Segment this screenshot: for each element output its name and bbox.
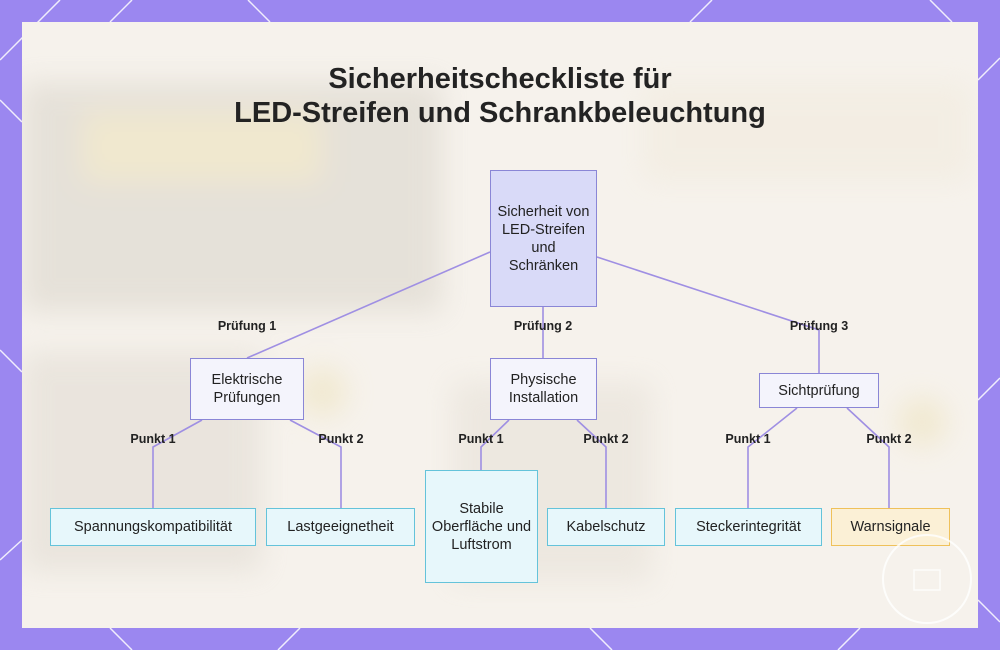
edge-cat3-item2 [847, 408, 889, 508]
leaf-label: Stabile Oberfläche und Luftstrom [430, 500, 533, 554]
watermark-icon [880, 532, 974, 626]
category-label: Elektrische Prüfungen [195, 371, 299, 407]
edge-label-cat1: Prüfung 1 [218, 319, 276, 333]
edge-label-item-3-2: Punkt 2 [866, 432, 911, 446]
leaf-label: Kabelschutz [567, 518, 646, 536]
tree-diagram: Sicherheit von LED-Streifen und Schränke… [22, 22, 978, 628]
category-node-visual: Sichtprüfung [759, 373, 879, 408]
edge-label-item-2-2: Punkt 2 [583, 432, 628, 446]
edge-root-cat1 [247, 252, 490, 358]
leaf-node-plug-integrity: Steckerintegrität [675, 508, 822, 546]
leaf-node-cable-protection: Kabelschutz [547, 508, 665, 546]
diagram-card: Sicherheitscheckliste für LED-Streifen u… [22, 22, 978, 628]
edge-cat3-item1 [748, 408, 797, 508]
leaf-label: Spannungskompatibilität [74, 518, 232, 536]
edge-root-cat3 [597, 257, 819, 373]
leaf-label: Lastgeeignetheit [287, 518, 393, 536]
edge-label-cat2: Prüfung 2 [514, 319, 572, 333]
category-label: Physische Installation [495, 371, 592, 407]
category-label: Sichtprüfung [778, 382, 859, 400]
category-node-installation: Physische Installation [490, 358, 597, 420]
category-node-electrical: Elektrische Prüfungen [190, 358, 304, 420]
edge-label-item-1-2: Punkt 2 [318, 432, 363, 446]
edge-label-item-2-1: Punkt 1 [458, 432, 503, 446]
leaf-label: Steckerintegrität [696, 518, 801, 536]
root-node: Sicherheit von LED-Streifen und Schränke… [490, 170, 597, 307]
leaf-node-surface-airflow: Stabile Oberfläche und Luftstrom [425, 470, 538, 583]
edge-label-cat3: Prüfung 3 [790, 319, 848, 333]
leaf-node-load: Lastgeeignetheit [266, 508, 415, 546]
root-label: Sicherheit von LED-Streifen und Schränke… [495, 203, 592, 275]
edge-label-item-3-1: Punkt 1 [725, 432, 770, 446]
leaf-node-voltage: Spannungskompatibilität [50, 508, 256, 546]
edge-label-item-1-1: Punkt 1 [130, 432, 175, 446]
